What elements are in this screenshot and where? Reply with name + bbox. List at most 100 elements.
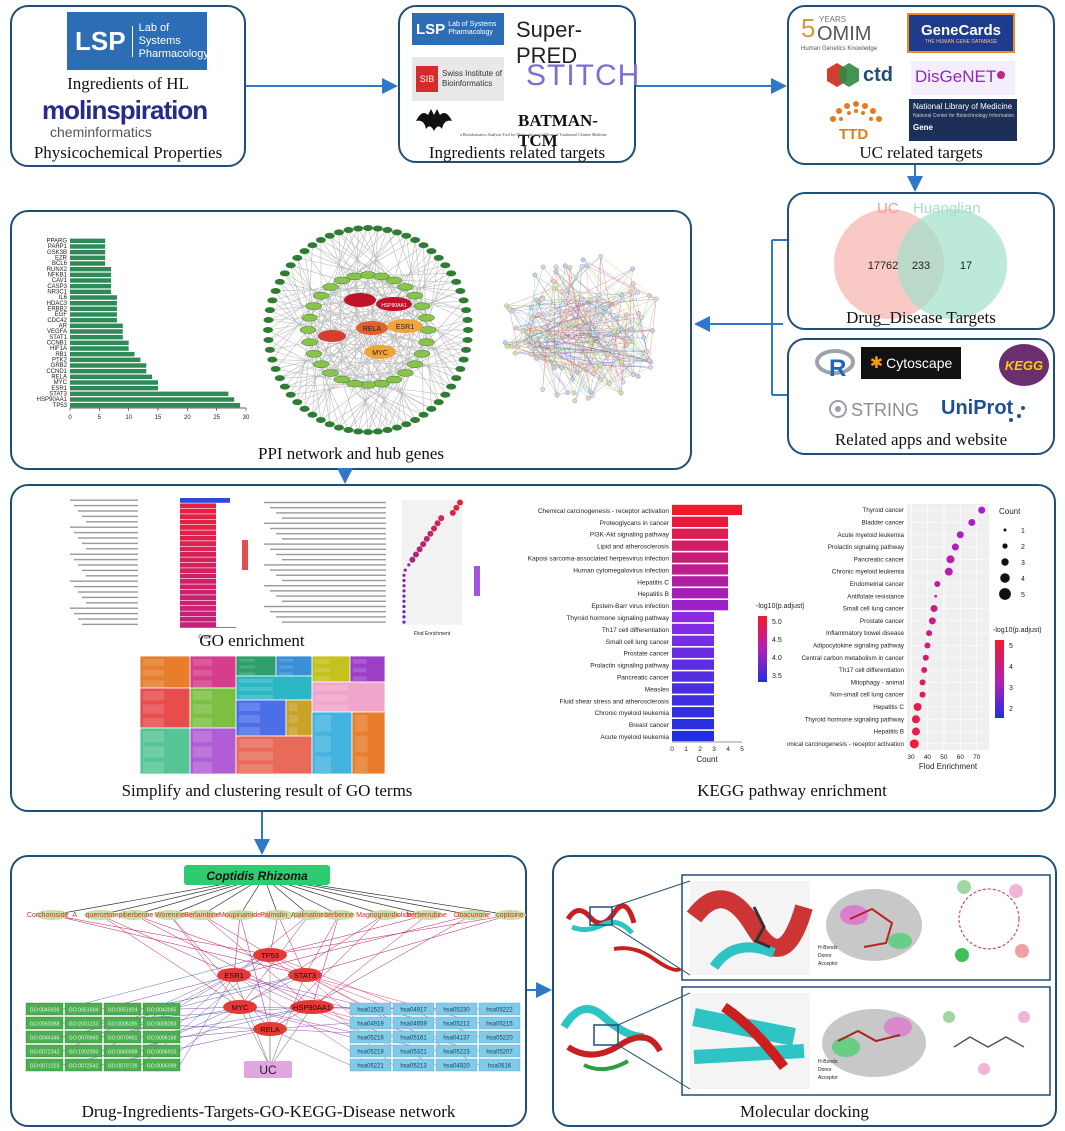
hub-label-hsp90aa1: HSP90AA1 — [381, 303, 407, 309]
treemap-subcell — [143, 691, 164, 701]
kegg-term-label: hsa05220 — [486, 1036, 513, 1042]
ppi-inner-node — [385, 375, 403, 384]
kegg-dot — [934, 594, 938, 598]
string-node — [552, 360, 558, 366]
kegg-bar-label: Kaposi sarcoma-associated herpesvirus in… — [528, 556, 670, 563]
ppi-node — [433, 254, 444, 261]
hub-bar-label: AR — [59, 323, 68, 329]
venn-label-huanglian: Huanglian — [913, 200, 981, 217]
ppi-inner-node — [413, 350, 431, 358]
hub-target-label: RELA — [260, 1025, 280, 1034]
enrichment-panel: Count Flod Enrichment GO enrichment Simp… — [10, 484, 1056, 812]
go-term-node — [64, 1030, 103, 1044]
go-dot-label-mark — [276, 553, 386, 556]
ppi-inner-node — [301, 338, 318, 346]
ppi-edge — [284, 273, 343, 380]
ppi-edge — [338, 232, 343, 380]
superpred-logo: Super-PRED — [516, 17, 583, 68]
kegg-term-label: hsa05161 — [400, 1036, 427, 1042]
kegg-bar-legend-tick: 4.5 — [772, 637, 782, 644]
kegg-dot-legend-tick: 5 — [1009, 643, 1013, 650]
network-edge — [62, 974, 306, 1038]
ppi-inner-node — [312, 291, 330, 300]
ingredient-node — [411, 910, 443, 920]
uc-targets-panel: 5 YEARS OMIM Human Genetics Knowledge Ge… — [787, 5, 1055, 165]
kegg-bar-label: Thyroid hormone signaling pathway — [566, 615, 669, 622]
kegg-bar — [672, 623, 714, 635]
string-edge — [600, 256, 657, 300]
string-edge — [572, 266, 583, 380]
kegg-bar-label: Proteoglycans in cancer — [600, 520, 670, 527]
hub-bar-label: CDC42 — [47, 318, 67, 324]
kegg-dot — [968, 518, 976, 526]
ppi-node — [263, 317, 274, 324]
go-term-node — [103, 1044, 142, 1058]
go-term-label: GO:0006099 — [147, 1064, 177, 1070]
go-bar — [180, 535, 216, 541]
string-edge — [566, 311, 573, 380]
ppi-edge — [309, 341, 432, 410]
kegg-dot-size-title: Count — [999, 507, 1021, 516]
go-dot-panel — [402, 500, 462, 625]
kegg-dot — [919, 679, 926, 686]
go-term-label: GO:0051924 — [108, 1008, 138, 1014]
string-edge — [620, 283, 634, 394]
cheminformatics-label: cheminformatics — [50, 124, 152, 140]
batman-logo: BATMAN-TCM — [518, 111, 598, 150]
hub-target-node — [253, 1022, 287, 1036]
string-edge — [576, 337, 591, 393]
go-term-label: GO:0072342 — [30, 1050, 60, 1056]
go-dot — [402, 604, 406, 609]
go-term-node — [25, 1044, 64, 1058]
string-edge — [607, 353, 634, 376]
hub-bar-label: GRB2 — [51, 363, 68, 369]
ppi-node — [274, 375, 285, 382]
kegg-dot-label: Hepatitis B — [874, 729, 904, 736]
treemap-subcell — [355, 715, 368, 732]
hub-target-node — [290, 1000, 334, 1014]
ppi-node — [299, 405, 310, 412]
kegg-term-node — [435, 1002, 478, 1016]
kegg-bar-tick: 0 — [670, 746, 674, 753]
string-node — [551, 365, 557, 371]
go-term-label: GO:0051604 — [69, 1008, 99, 1014]
string-node — [565, 390, 571, 395]
kegg-dot — [934, 580, 941, 587]
go-bar-label-mark — [86, 521, 138, 523]
string-node — [571, 390, 577, 396]
ppi-edge — [313, 353, 461, 370]
string-node — [513, 325, 519, 331]
treemap-subcell — [353, 667, 367, 673]
go-dot — [434, 520, 441, 527]
treemap-subcell — [193, 717, 212, 727]
network-edge — [239, 914, 385, 1008]
kegg-bar-label: Human cytomegalovirus infection — [573, 567, 669, 574]
go-dot — [407, 563, 411, 567]
go-bar-label-mark — [78, 537, 138, 539]
kegg-dot — [978, 506, 986, 514]
ppi-node — [263, 336, 274, 343]
hub-bar — [70, 329, 123, 334]
kegg-dot-size-label: 3 — [1021, 560, 1025, 567]
string-edge — [583, 259, 657, 300]
kegg-dot-size-key — [999, 588, 1011, 600]
go-term-label: GO:0072542 — [69, 1064, 99, 1070]
kegg-bar-tick: 4 — [726, 746, 730, 753]
ppi-inner-node — [385, 276, 403, 285]
string-node — [579, 297, 585, 302]
ppi-edge — [329, 286, 331, 425]
string-node — [577, 361, 582, 367]
disease-node — [244, 1061, 292, 1078]
string-edge — [586, 265, 642, 318]
kegg-term-label: hsa05321 — [400, 1050, 427, 1056]
ppi-hub-nodes: RELA ESR1 MYC HSP90AA1 — [318, 293, 423, 359]
string-edge — [561, 312, 605, 368]
go-dot — [427, 530, 434, 537]
string-edge — [538, 299, 582, 315]
ppi-edge — [279, 364, 322, 379]
network-edge — [99, 914, 241, 1008]
ppi-node — [315, 416, 326, 423]
kegg-bar-legend-tick: 5.0 — [772, 619, 782, 626]
